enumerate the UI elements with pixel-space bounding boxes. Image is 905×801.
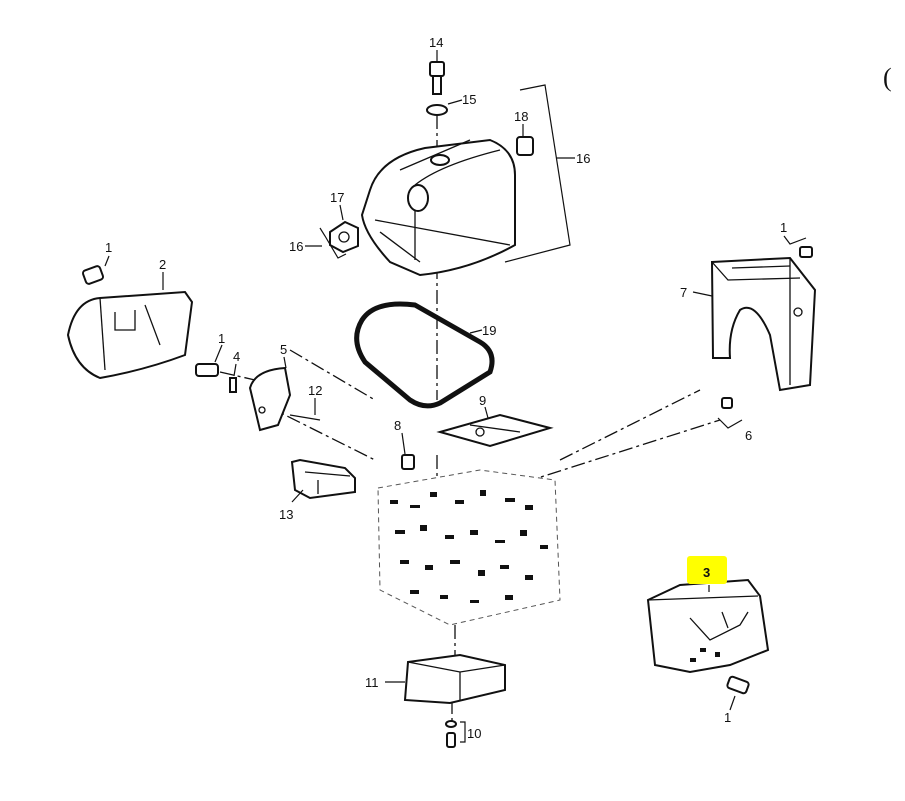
callout-17: 17 (330, 190, 344, 205)
callout-12: 12 (308, 383, 322, 398)
callout-16-top: 16 (576, 151, 590, 166)
bracket-16 (504, 84, 571, 263)
callout-8: 8 (394, 418, 401, 433)
part-12-rod (289, 398, 321, 421)
callout-7: 7 (680, 285, 687, 300)
part-15-washer (426, 99, 463, 116)
page-edge-mark: ( (883, 63, 892, 92)
callout-3-highlight (687, 556, 727, 584)
engine-block (377, 469, 561, 626)
part-17-cap (305, 204, 359, 259)
part-2-housing (66, 272, 194, 380)
callout-15: 15 (462, 92, 476, 107)
callout-2: 2 (159, 257, 166, 272)
callout-13: 13 (279, 507, 293, 522)
callout-11: 11 (365, 675, 379, 690)
callout-4: 4 (233, 349, 240, 364)
callout-1-left: 1 (105, 240, 112, 255)
callout-3: 3 (703, 565, 710, 580)
part-5-bracket (248, 356, 292, 432)
part-13-bracket (290, 458, 356, 503)
part-19-gasket (354, 301, 495, 409)
part-4-pin (229, 363, 237, 393)
part-10-screw (445, 720, 466, 748)
callout-5: 5 (280, 342, 287, 357)
part-9-plate (436, 406, 554, 448)
part-3-housing (646, 578, 770, 674)
part-6-bolt (717, 397, 743, 429)
part-16-valve-cover (360, 138, 516, 277)
callout-1-mid: 1 (218, 331, 225, 346)
callout-6: 6 (745, 428, 752, 443)
part-1-bolt-right (783, 235, 813, 258)
part-1-bolt-bottom (726, 675, 750, 711)
part-7-housing (692, 256, 817, 392)
callout-10: 10 (467, 726, 481, 741)
callout-14: 14 (429, 35, 443, 50)
callout-16-left: 16 (289, 239, 303, 254)
part-14-bolt (429, 50, 445, 95)
part-18-plug (516, 124, 534, 156)
part-1-bolt-left (81, 255, 110, 285)
part-11-plate (385, 653, 506, 705)
callout-1-bottom: 1 (724, 710, 731, 725)
part-8-screw (401, 432, 415, 470)
callout-labels: 14 15 18 16 17 16 1 2 1 4 5 12 19 9 8 13… (105, 35, 892, 741)
callout-9: 9 (479, 393, 486, 408)
part-1-bolt-mid (195, 344, 223, 377)
callout-19: 19 (482, 323, 496, 338)
callout-1-right: 1 (780, 220, 787, 235)
callout-18: 18 (514, 109, 528, 124)
